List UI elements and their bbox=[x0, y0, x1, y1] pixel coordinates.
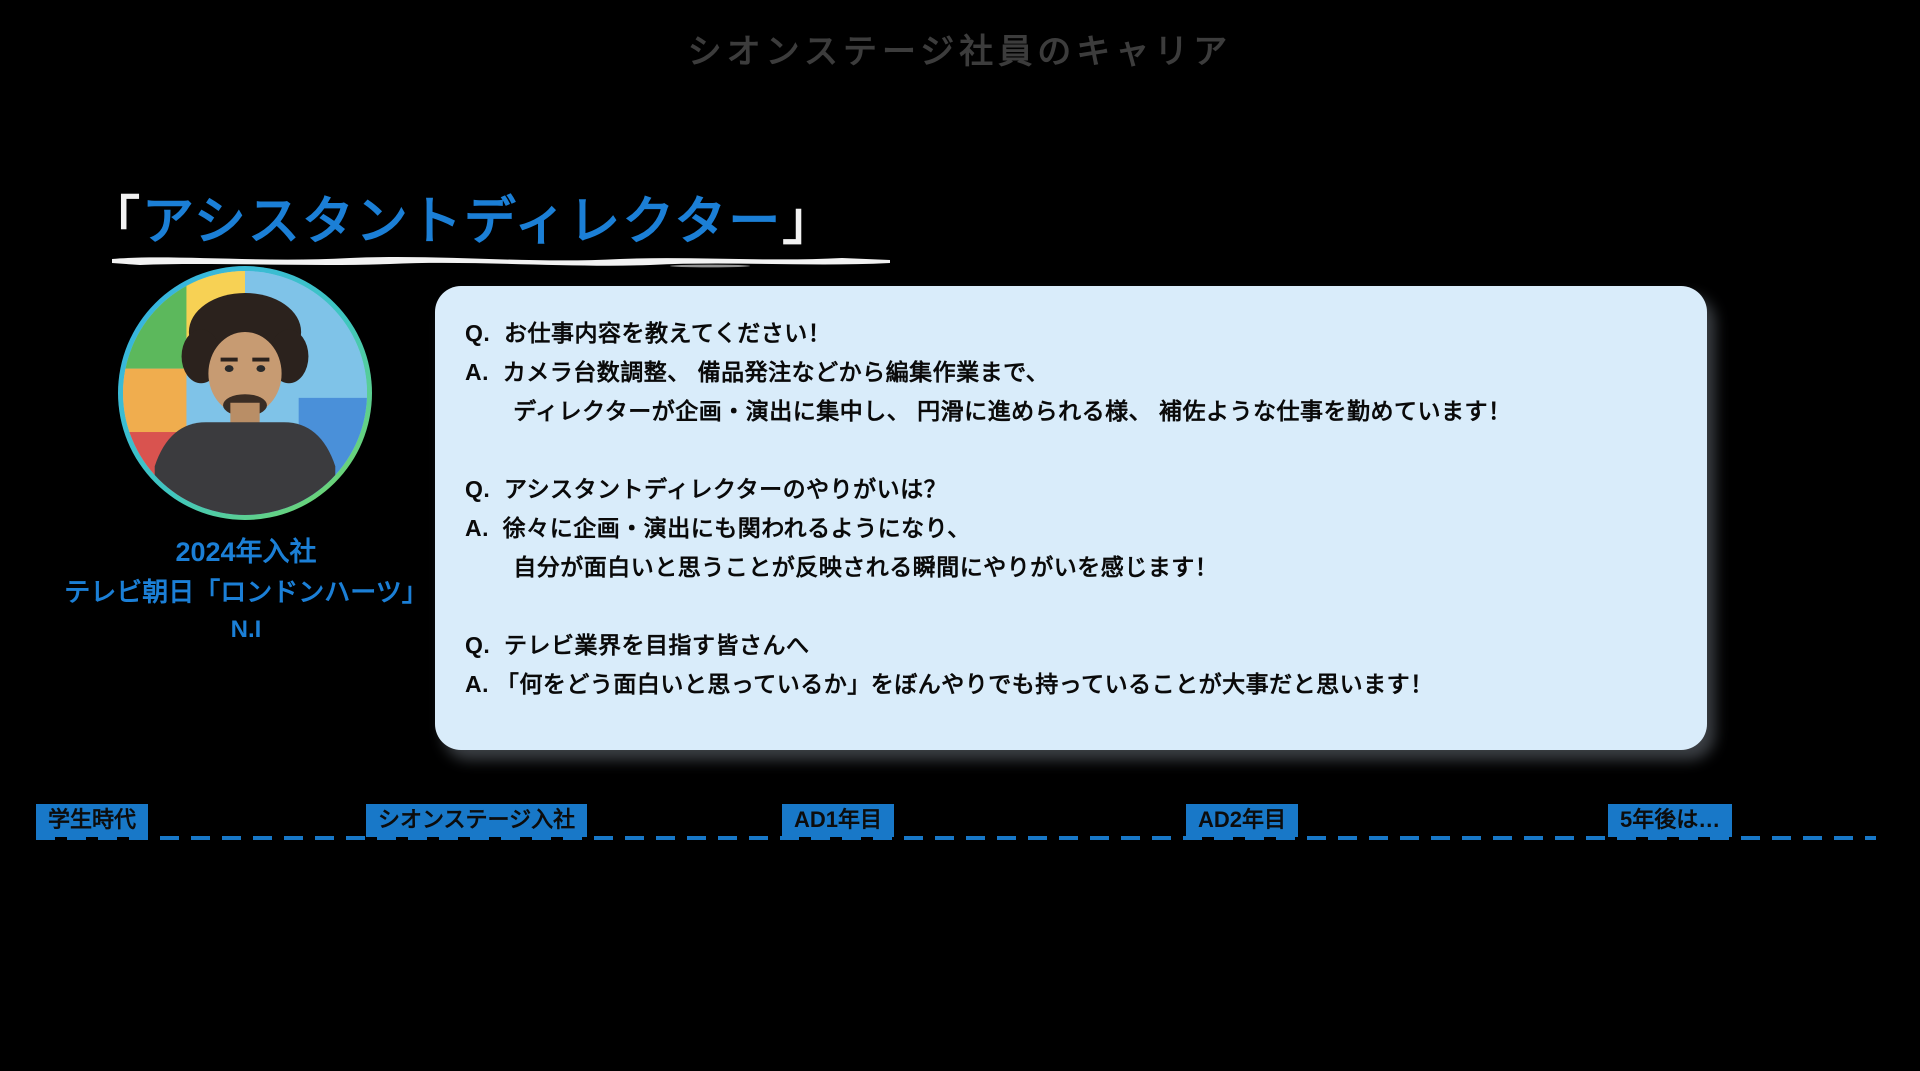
qa-question: Q. アシスタントディレクターのやりがいは？ bbox=[465, 476, 948, 502]
timeline-stage-ad-year2: AD2年目 bbox=[1186, 804, 1299, 837]
qa-item-rewarding: Q. アシスタントディレクターのやりがいは？ A. 徐々に企画・演出にも関われる… bbox=[465, 470, 1677, 587]
avatar bbox=[118, 266, 372, 520]
qa-answer: A. 徐々に企画・演出にも関われるようになり、 bbox=[465, 515, 971, 541]
role-title-name: アシスタントディレクター bbox=[142, 193, 783, 251]
brush-underline-decoration bbox=[112, 257, 890, 268]
qa-question: Q. お仕事内容を教えてください！ bbox=[465, 320, 832, 346]
timeline-stage-ad-year1: AD1年目 bbox=[782, 804, 895, 837]
timeline-stage-joined: シオンステージ入社 bbox=[366, 804, 588, 837]
qa-answer-continued: ディレクターが企画・演出に集中し、 円滑に進められる様、 補佐ような仕事を勤めて… bbox=[513, 398, 1512, 424]
join-year-text: 2024年入社 bbox=[175, 537, 317, 567]
qa-question: Q. テレビ業界を目指す皆さんへ bbox=[465, 632, 810, 658]
profile-caption: 2024年入社 テレビ朝日「ロンドンハーツ」 N.I bbox=[0, 532, 492, 648]
page-title: シオンステージ社員のキャリア bbox=[687, 33, 1233, 71]
qa-answer: A. カメラ台数調整、 備品発注などから編集作業まで、 bbox=[465, 359, 1050, 385]
qa-answer-continued: 自分が面白いと思うことが反映される瞬間にやりがいを感じます！ bbox=[513, 554, 1219, 580]
role-title-open-bracket: 「 bbox=[88, 193, 143, 251]
avatar-photo bbox=[123, 271, 367, 515]
qa-answer: A. 「何をどう面白いと思っているか」をぼんやりでも持っていることが大事だと思い… bbox=[465, 671, 1434, 697]
timeline-stage-5-years: 5年後は… bbox=[1608, 804, 1733, 837]
program-credit-text: テレビ朝日「ロンドンハーツ」 bbox=[64, 577, 428, 607]
qa-item-message: Q. テレビ業界を目指す皆さんへ A. 「何をどう面白いと思っているか」をぼんや… bbox=[465, 626, 1677, 704]
qa-card: Q. お仕事内容を教えてください！ A. カメラ台数調整、 備品発注などから編集… bbox=[435, 286, 1707, 750]
qa-item-job-description: Q. お仕事内容を教えてください！ A. カメラ台数調整、 備品発注などから編集… bbox=[465, 314, 1677, 431]
role-title: 「アシスタントディレクター」 bbox=[88, 196, 836, 248]
timeline-stage-student: 学生時代 bbox=[36, 804, 149, 837]
timeline-dashed-line bbox=[36, 836, 1876, 840]
initials-text: N.I bbox=[230, 616, 262, 643]
role-title-close-bracket: 」 bbox=[782, 193, 837, 251]
